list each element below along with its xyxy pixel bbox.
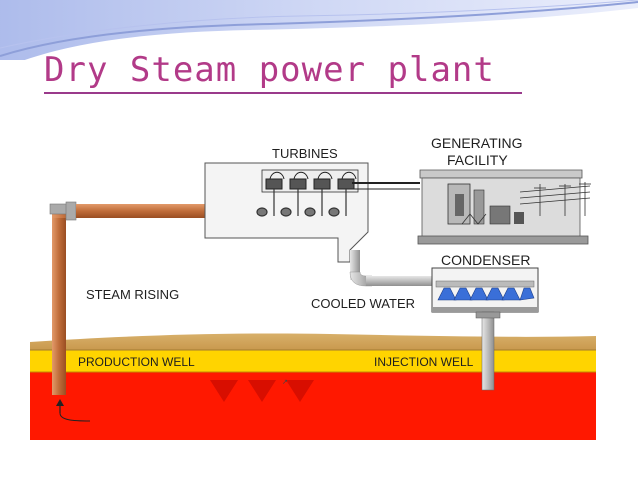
production-pipe-vertical: [52, 210, 66, 395]
label-cooled-water: COOLED WATER: [311, 296, 416, 311]
label-injection-well: INJECTION WELL: [374, 355, 474, 369]
header-swoosh: [0, 0, 638, 60]
aquifer-layer: [30, 350, 596, 372]
label-production-well: PRODUCTION WELL: [78, 355, 195, 369]
label-turbines: TURBINES: [272, 146, 338, 161]
injection-pipe: [481, 311, 495, 391]
power-lines: [519, 182, 591, 216]
condenser-sprays: [437, 287, 535, 301]
generating-facility: [419, 169, 583, 179]
flow-arrows: [210, 380, 314, 402]
steam-pipe-horizontal: [76, 204, 236, 218]
slide-title: Dry Steam power plant: [44, 50, 495, 90]
turbine-blades: [256, 189, 347, 217]
label-condenser: CONDENSER: [441, 252, 531, 268]
label-generating: GENERATING: [431, 135, 523, 151]
ground-surface: [30, 333, 596, 352]
label-steam-rising: STEAM RISING: [86, 287, 180, 302]
magma-layer: [30, 372, 596, 440]
svg-text:↗: ↗: [282, 379, 288, 386]
label-facility: FACILITY: [447, 152, 508, 168]
title-underline: [44, 92, 522, 94]
